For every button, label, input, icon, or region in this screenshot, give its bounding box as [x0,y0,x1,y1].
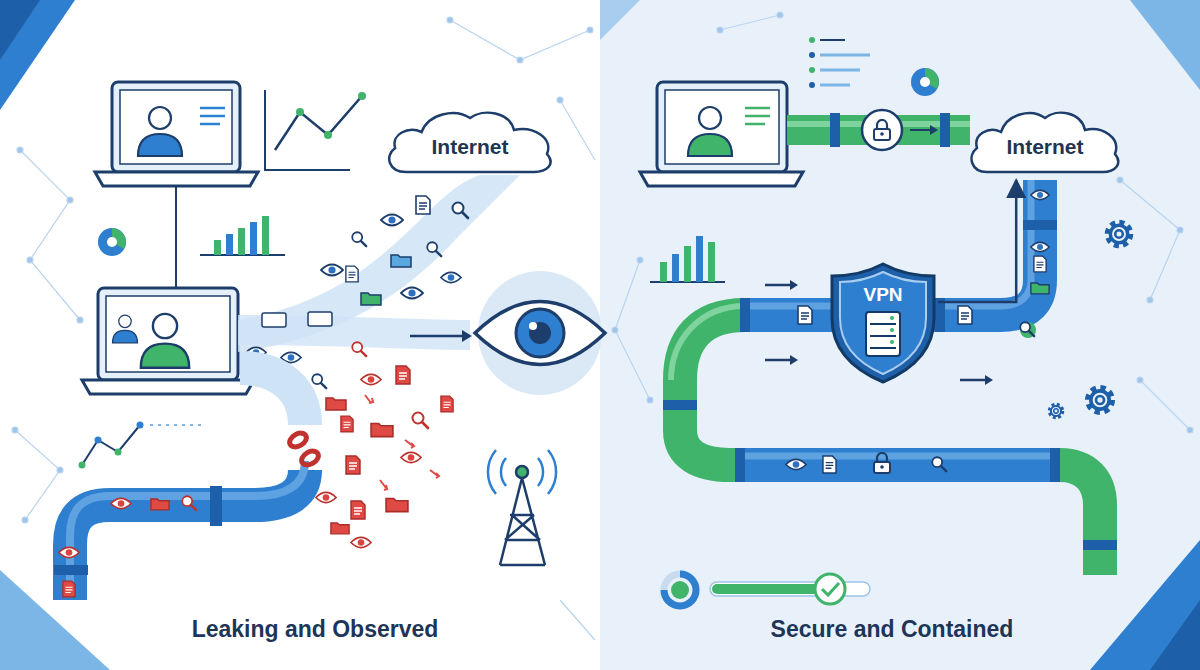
leaked-items [316,342,453,547]
shield-outline [830,262,936,384]
secure-pipes [663,110,1117,575]
node-label: VPN [830,262,936,306]
leaking-stream [238,175,520,388]
right-laptop [640,82,803,186]
panel-caption: Leaking and Observed [192,616,439,643]
internet-cloud: Internet [965,106,1125,176]
network-mesh [12,12,1193,640]
observer-eye [475,271,605,395]
right-decor [650,37,1130,417]
internet-cloud: Internet [382,106,558,176]
vpn-shield: VPN [830,262,936,384]
left-charts [79,90,367,469]
left-laptops [82,82,258,394]
status-bar [664,574,870,606]
cell-tower [488,450,556,565]
connector-arrow [938,180,1016,302]
node-label: Internet [382,106,558,159]
panel-caption: Secure and Contained [771,616,1014,643]
leaking-pipe [54,368,321,600]
node-label: Internet [965,106,1125,159]
